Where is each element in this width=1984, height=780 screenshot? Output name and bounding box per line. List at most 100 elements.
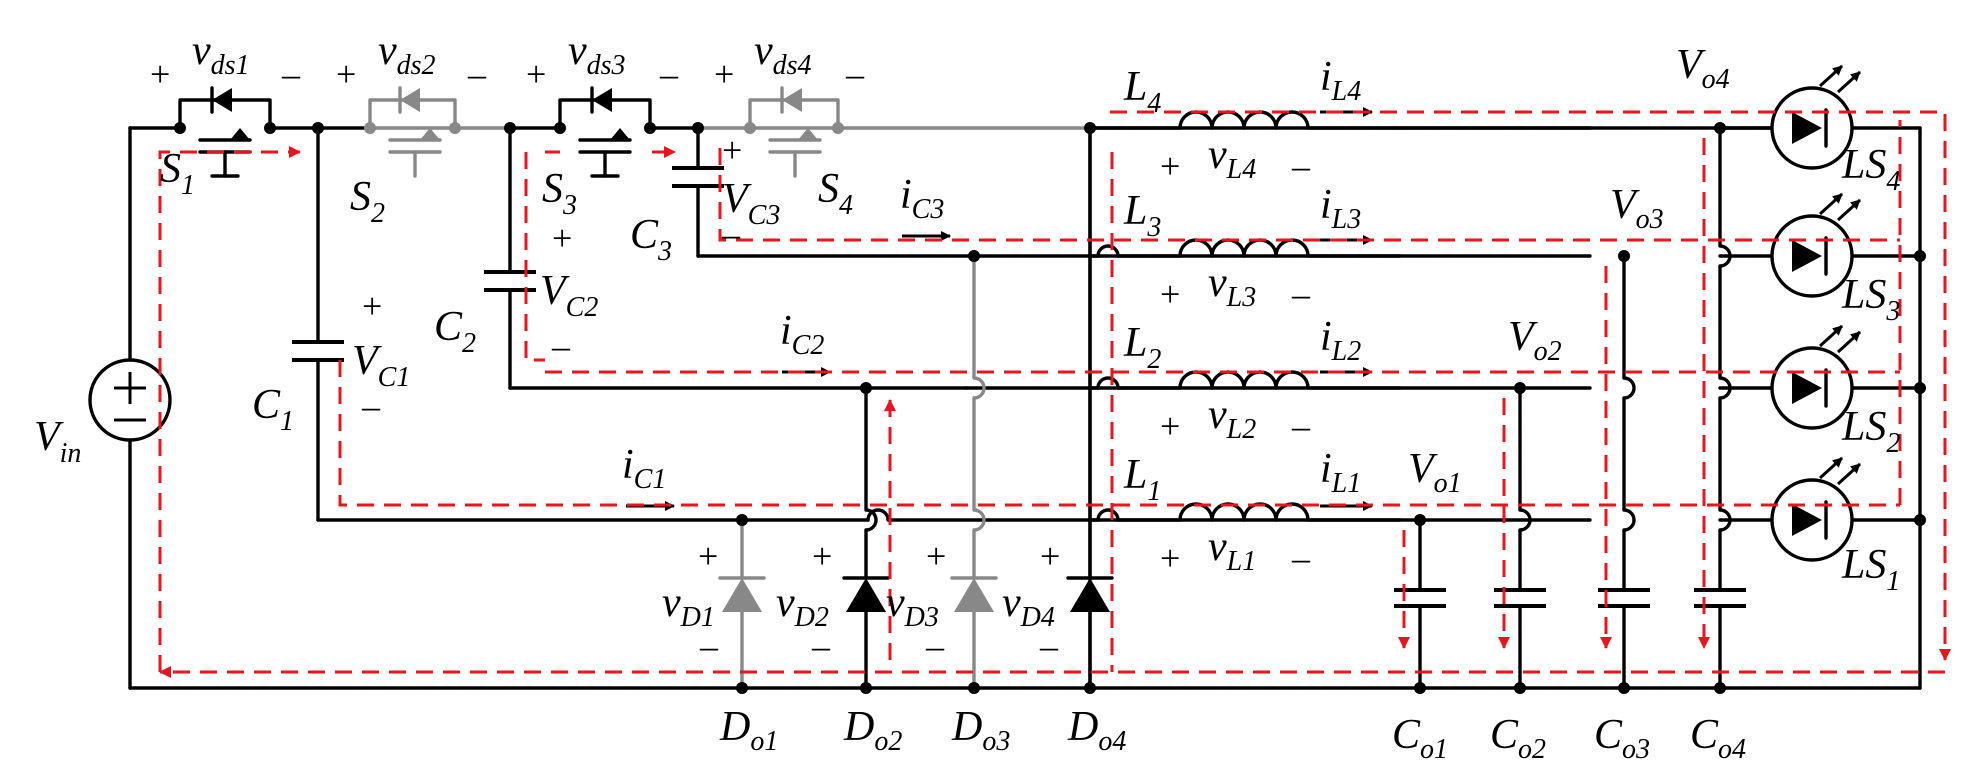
svg-text:+: + — [926, 536, 946, 576]
svg-text:iL4: iL4 — [1320, 54, 1361, 107]
vin-label: Vin — [34, 414, 81, 469]
svg-text:LS2: LS2 — [1841, 404, 1900, 459]
svg-text:vds3: vds3 — [568, 28, 626, 81]
svg-text:L4: L4 — [1123, 64, 1161, 119]
svg-text:C1: C1 — [252, 382, 294, 437]
svg-text:+: + — [552, 218, 572, 258]
svg-text:L3: L3 — [1123, 188, 1161, 243]
svg-text:iL1: iL1 — [1320, 446, 1361, 499]
switch-s1 — [174, 86, 276, 178]
output-capacitors — [1394, 588, 1746, 608]
inductors — [1088, 110, 1310, 522]
svg-text:vD2: vD2 — [776, 580, 829, 633]
svg-text:Vo4: Vo4 — [1676, 42, 1730, 95]
svg-text:VC1: VC1 — [352, 338, 410, 393]
svg-text:+: + — [1160, 538, 1180, 578]
svg-text:+: + — [1160, 406, 1180, 446]
svg-text:+: + — [714, 54, 734, 94]
capacitor-c2 — [484, 270, 536, 292]
svg-text:–: – — [1291, 274, 1311, 314]
inductor-l4 — [1088, 110, 1310, 130]
svg-text:VC3: VC3 — [722, 176, 780, 231]
diode-d4 — [1066, 576, 1114, 612]
svg-text:+: + — [526, 54, 546, 94]
svg-text:iC3: iC3 — [900, 172, 944, 225]
svg-text:iL2: iL2 — [1320, 314, 1361, 367]
switch-s3 — [554, 86, 656, 178]
diode-d1 — [718, 576, 766, 612]
svg-text:–: – — [845, 54, 865, 94]
svg-text:–: – — [925, 626, 945, 666]
svg-text:iC1: iC1 — [622, 442, 666, 495]
svg-text:vD3: vD3 — [886, 580, 939, 633]
svg-text:–: – — [1291, 406, 1311, 446]
svg-text:+: + — [336, 54, 356, 94]
switch-s2 — [364, 86, 461, 178]
svg-text:S4: S4 — [818, 166, 853, 221]
svg-text:vD1: vD1 — [662, 580, 715, 633]
switch-s4 — [744, 86, 844, 178]
svg-text:Do3: Do3 — [951, 704, 1010, 757]
labels: Vin vds1 vds2 vds3 vds4 +– +– +– +– S1 S… — [34, 28, 1900, 765]
svg-text:+: + — [150, 54, 170, 94]
diode-d2 — [842, 576, 890, 612]
svg-text:Vo3: Vo3 — [1610, 182, 1664, 235]
svg-text:LS1: LS1 — [1841, 542, 1900, 597]
led-strings — [1770, 64, 1862, 562]
svg-text:–: – — [361, 386, 381, 426]
svg-text:vL1: vL1 — [1208, 524, 1256, 577]
svg-text:+: + — [812, 536, 832, 576]
svg-text:Co4: Co4 — [1690, 712, 1746, 765]
svg-text:–: – — [721, 214, 741, 254]
svg-text:vL4: vL4 — [1208, 132, 1256, 185]
capacitor-c3 — [672, 166, 724, 188]
svg-text:+: + — [698, 536, 718, 576]
svg-text:+: + — [1160, 274, 1180, 314]
svg-text:Vo1: Vo1 — [1408, 446, 1462, 499]
svg-text:Co3: Co3 — [1594, 712, 1650, 765]
current-path — [158, 110, 1951, 678]
svg-text:+: + — [362, 286, 382, 326]
voltage-source — [88, 358, 172, 442]
svg-text:LS4: LS4 — [1841, 142, 1900, 197]
svg-text:vds1: vds1 — [192, 28, 250, 81]
led-ls2 — [1770, 324, 1862, 430]
inductor-l3 — [1088, 238, 1310, 258]
svg-text:Co1: Co1 — [1392, 712, 1448, 765]
svg-text:vds4: vds4 — [754, 28, 812, 81]
svg-text:Do1: Do1 — [719, 704, 778, 757]
svg-text:+: + — [1040, 536, 1060, 576]
svg-text:–: – — [699, 626, 719, 666]
svg-text:–: – — [551, 326, 571, 366]
svg-text:+: + — [722, 130, 742, 170]
inductor-l2 — [1088, 370, 1310, 390]
svg-text:S1: S1 — [160, 146, 195, 201]
current-arrows — [626, 107, 1373, 511]
diode-d3 — [950, 576, 998, 612]
svg-text:vL3: vL3 — [1208, 260, 1256, 313]
svg-text:L1: L1 — [1123, 452, 1161, 507]
led-ls1 — [1770, 456, 1862, 562]
led-ls4 — [1770, 64, 1862, 170]
svg-text:Do2: Do2 — [843, 704, 902, 757]
svg-text:–: – — [811, 626, 831, 666]
svg-text:vD4: vD4 — [1002, 580, 1055, 633]
svg-text:–: – — [659, 54, 679, 94]
svg-text:–: – — [1291, 538, 1311, 578]
svg-text:vds2: vds2 — [378, 28, 436, 81]
svg-text:C2: C2 — [434, 304, 476, 359]
svg-text:vL2: vL2 — [1208, 392, 1256, 445]
svg-text:VC2: VC2 — [540, 268, 598, 323]
inductor-l1 — [1088, 502, 1310, 522]
svg-text:Do4: Do4 — [1067, 704, 1126, 757]
svg-text:+: + — [1160, 146, 1180, 186]
svg-text:–: – — [1291, 146, 1311, 186]
svg-text:iC2: iC2 — [780, 308, 824, 361]
svg-text:Vo2: Vo2 — [1508, 314, 1562, 367]
led-ls3 — [1770, 192, 1862, 298]
svg-text:C3: C3 — [630, 212, 672, 267]
svg-text:–: – — [1039, 626, 1059, 666]
svg-text:LS3: LS3 — [1841, 272, 1900, 327]
